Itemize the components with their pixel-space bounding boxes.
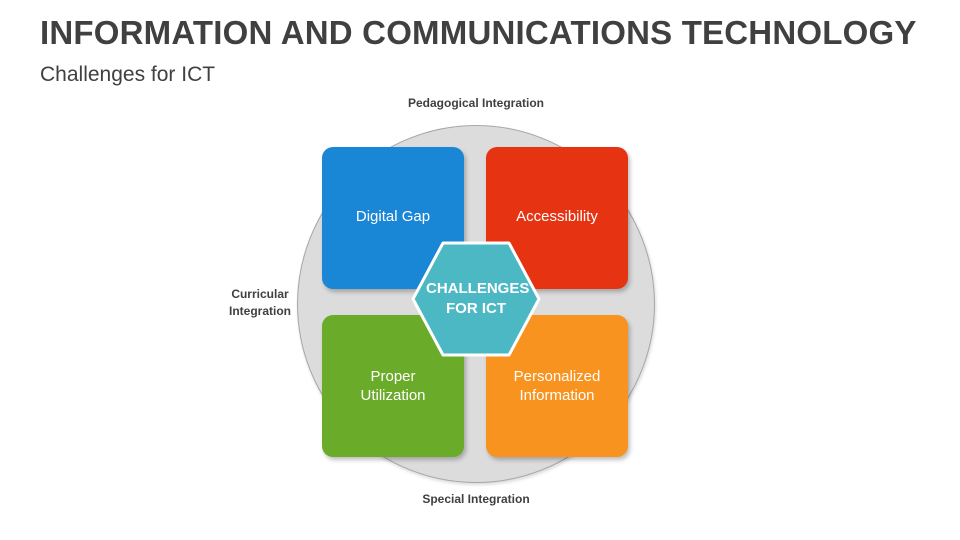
label-pedagogical-integration: Pedagogical Integration [407,96,545,110]
center-hexagon [411,241,541,357]
tile-label: Proper Utilization [360,368,426,404]
center-label: CHALLENGES FOR ICT [426,280,530,317]
label-curricular-integration: Curricular Integration [229,287,291,318]
tile-label: Digital Gap [355,208,431,225]
slide-subtitle: Challenges for ICT [40,63,216,86]
slide-title: INFORMATION AND COMMUNICATIONS TECHNOLOG… [40,14,917,51]
label-special-integration: Special Integration [422,492,530,506]
tile-label: Accessibility [516,208,598,225]
center-label-wrap: CHALLENGES FOR ICT [410,240,542,358]
tile-label: Personalized Information [513,368,601,404]
